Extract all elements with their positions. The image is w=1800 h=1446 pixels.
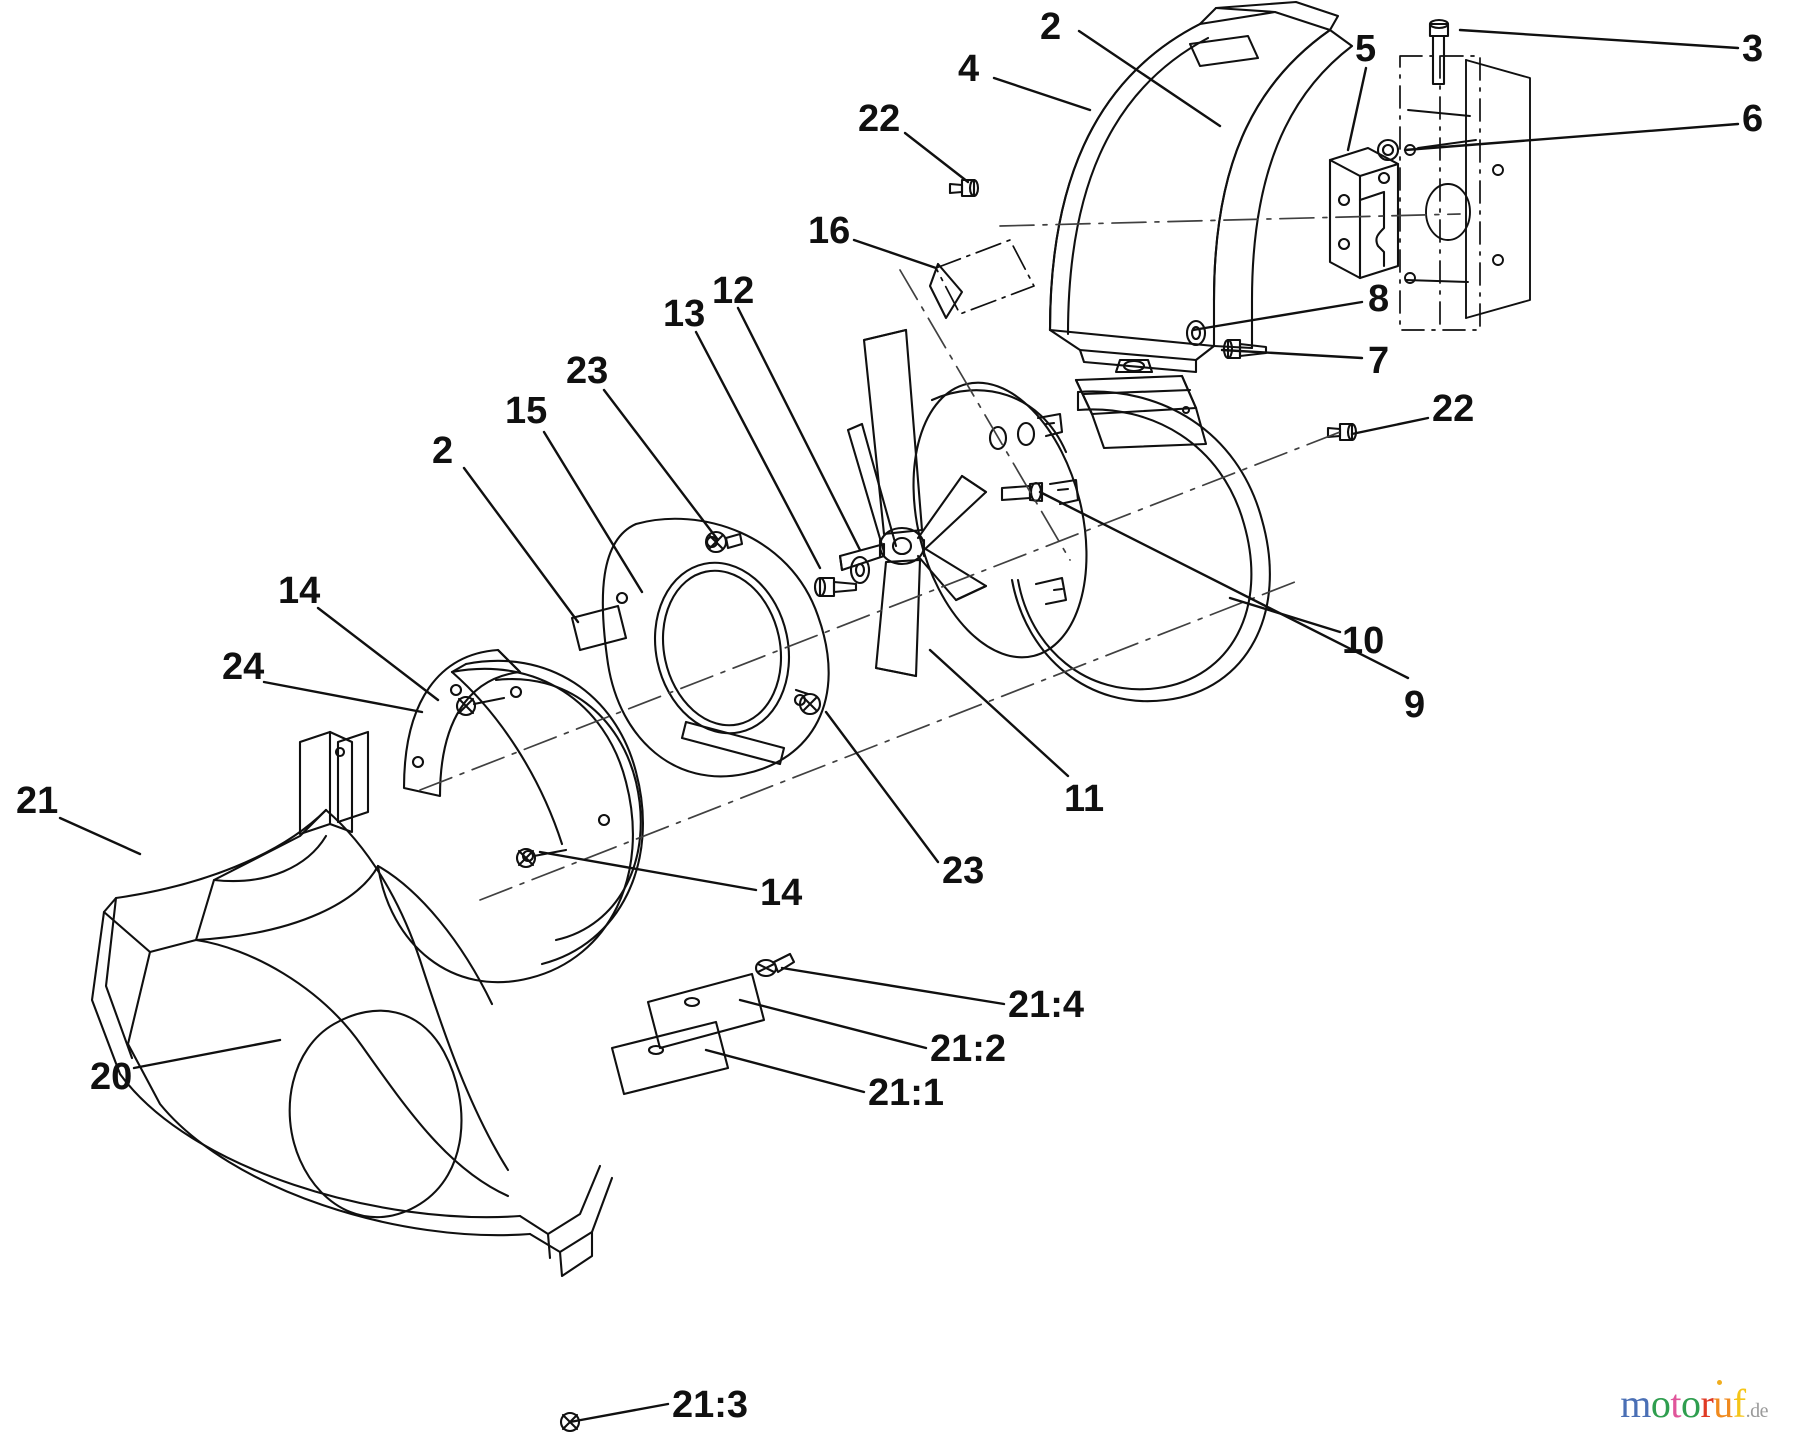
callout-5: 5 <box>1355 28 1377 70</box>
motoruf-letters: motoruf <box>1620 1381 1746 1426</box>
part-23-fastener-upper <box>704 530 744 554</box>
part-16-phantom-vane <box>935 239 1035 315</box>
leader-line-5 <box>1346 66 1368 152</box>
callout-2: 2 <box>1040 6 1062 48</box>
leader-line-21-3 <box>568 1402 670 1424</box>
assembly-centerline <box>419 213 1461 901</box>
leader-line-12 <box>736 306 862 552</box>
callout-16: 16 <box>808 210 851 252</box>
motoruf-suffix: .de <box>1745 1400 1769 1422</box>
leader-line-23 <box>602 388 720 542</box>
leader-line-2 <box>1077 29 1222 128</box>
part-21-bracket-tabs <box>298 730 370 836</box>
leader-line-16 <box>852 238 938 270</box>
leader-line-3 <box>1458 28 1740 50</box>
callout-20: 20 <box>90 1056 133 1098</box>
leader-line-20 <box>132 1038 282 1070</box>
leader-line-21-2 <box>738 998 928 1050</box>
leader-line-21 <box>58 816 142 856</box>
leader-line-14 <box>316 606 440 702</box>
leader-line-14 <box>538 850 758 892</box>
leader-line-4 <box>992 76 1092 112</box>
callout-10: 10 <box>1342 620 1385 662</box>
motoruf-letter-6: f <box>1732 1381 1746 1426</box>
part-16-vane-solid <box>928 262 964 320</box>
leader-line-11 <box>928 648 1070 778</box>
part-6-nut <box>1376 138 1400 162</box>
leader-line-9 <box>1038 490 1410 680</box>
part-21-2-bracket-plate <box>646 972 766 1050</box>
part-2-label-plate-mid <box>570 604 628 652</box>
part-21-1-bracket-plate <box>610 1020 730 1096</box>
part-4-discharge-chute <box>1048 0 1354 374</box>
callout-21-1: 21:1 <box>868 1072 945 1114</box>
motoruf-wordmark: motoruf.de <box>1620 1380 1769 1426</box>
callout-23: 23 <box>942 850 985 892</box>
callout-leader-lines <box>58 28 1740 1424</box>
leader-line-21-4 <box>780 966 1006 1006</box>
part-21-main-housing <box>90 659 644 1278</box>
callout-22: 22 <box>1432 388 1475 430</box>
part-6-panel-solid <box>1404 59 1531 319</box>
leader-line-23 <box>824 710 940 864</box>
part-6-panel <box>1399 55 1481 331</box>
callout-4: 4 <box>958 48 980 90</box>
callout-9: 9 <box>1404 684 1426 726</box>
callout-15: 15 <box>505 390 548 432</box>
part-14-screw-upper <box>455 695 506 717</box>
callout-21-4: 21:4 <box>1008 984 1085 1026</box>
callout-11: 11 <box>1064 778 1105 820</box>
callout-24: 24 <box>222 646 265 688</box>
leader-line-24 <box>262 680 424 714</box>
callout-13: 13 <box>663 293 706 335</box>
part-10-blower-housing <box>1010 358 1271 703</box>
part-5-mount-bracket <box>1328 146 1400 280</box>
leader-line-22 <box>1350 416 1430 436</box>
part-7-bolt <box>1222 338 1268 360</box>
motoruf-watermark: motoruf.de <box>1620 1380 1769 1426</box>
motoruf-letter-2: t <box>1670 1381 1681 1426</box>
part-13-washer <box>849 555 871 585</box>
part-22-bolt-top <box>948 178 980 198</box>
leader-line-21-1 <box>704 1048 866 1094</box>
part-11-impeller <box>838 328 988 678</box>
part-22-bolt-mid <box>1326 422 1358 442</box>
callout-7: 7 <box>1368 340 1390 382</box>
callout-8: 8 <box>1368 278 1390 320</box>
part-21-4-screw <box>754 952 796 978</box>
motoruf-letter-5: u <box>1713 1381 1733 1426</box>
leader-line-8 <box>1191 300 1364 332</box>
callout-14: 14 <box>760 872 803 914</box>
leader-line-13 <box>694 330 822 570</box>
leader-line-2 <box>462 466 580 624</box>
callout-21: 21 <box>16 780 59 822</box>
callout-2: 2 <box>432 430 454 472</box>
part-12-bolt <box>813 576 858 598</box>
leader-line-6 <box>1403 122 1740 152</box>
callout-3: 3 <box>1742 28 1764 70</box>
part-3-bolt <box>1428 18 1450 86</box>
part-15-mounting-plate <box>601 517 830 778</box>
callout-12: 12 <box>712 270 755 312</box>
callout-23: 23 <box>566 350 609 392</box>
part-8-washer <box>1185 319 1207 347</box>
leader-line-22 <box>903 131 970 184</box>
callout-21-2: 21:2 <box>930 1028 1007 1070</box>
leader-line-7 <box>1220 348 1364 360</box>
leader-line-15 <box>542 430 644 594</box>
callout-14: 14 <box>278 570 321 612</box>
motoruf-dot-accent <box>1717 1380 1722 1385</box>
motoruf-letter-1: o <box>1650 1381 1671 1426</box>
part-23-fastener-lower <box>794 688 822 716</box>
motoruf-letter-3: o <box>1680 1381 1701 1426</box>
motoruf-letter-0: m <box>1620 1381 1651 1426</box>
part-9-impeller-backplate <box>912 381 1088 659</box>
callout-21-3: 21:3 <box>672 1384 749 1426</box>
callout-6: 6 <box>1742 98 1764 140</box>
callout-22: 22 <box>858 98 901 140</box>
motoruf-letter-4: r <box>1700 1381 1714 1426</box>
